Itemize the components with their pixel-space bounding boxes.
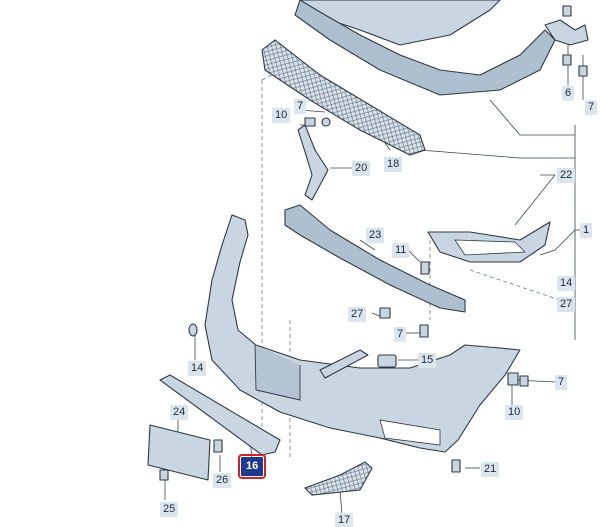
callout-11[interactable]: 11 [392, 243, 410, 258]
callout-20[interactable]: 20 [352, 161, 371, 176]
callout-14[interactable]: 14 [188, 361, 207, 376]
callout-10[interactable]: 10 [505, 405, 524, 420]
upper-carrier-part [294, 0, 589, 96]
callout-14[interactable]: 14 [557, 276, 576, 291]
grille-part [261, 39, 426, 156]
callout-22[interactable]: 22 [557, 168, 576, 183]
callout-7[interactable]: 7 [294, 99, 307, 114]
callout-15[interactable]: 15 [418, 353, 437, 368]
impact-absorber-part [284, 204, 466, 313]
callout-26[interactable]: 26 [213, 473, 232, 488]
callout-27[interactable]: 27 [557, 297, 576, 312]
plate-holder-part [147, 424, 211, 481]
callout-6[interactable]: 6 [562, 86, 575, 101]
tow-cap-part [377, 354, 397, 368]
lower-grille-part [304, 461, 373, 496]
callout-24[interactable]: 24 [170, 405, 189, 420]
callout-7[interactable]: 7 [585, 100, 598, 115]
callout-21[interactable]: 21 [481, 462, 500, 477]
bracket-part [297, 124, 329, 201]
callout-18[interactable]: 18 [384, 157, 403, 172]
callout-27[interactable]: 27 [348, 307, 367, 322]
callout-25[interactable]: 25 [160, 502, 179, 517]
callout-10[interactable]: 10 [272, 108, 291, 123]
callout-7[interactable]: 7 [555, 375, 568, 390]
callout-17[interactable]: 17 [335, 513, 354, 527]
callout-1[interactable]: 1 [580, 223, 593, 238]
callout-7[interactable]: 7 [394, 327, 407, 342]
callout-23[interactable]: 23 [366, 228, 385, 243]
clip-parts [159, 5, 588, 481]
callout-16-selected[interactable]: 16 [237, 454, 267, 479]
trim-strip-part [159, 374, 281, 456]
